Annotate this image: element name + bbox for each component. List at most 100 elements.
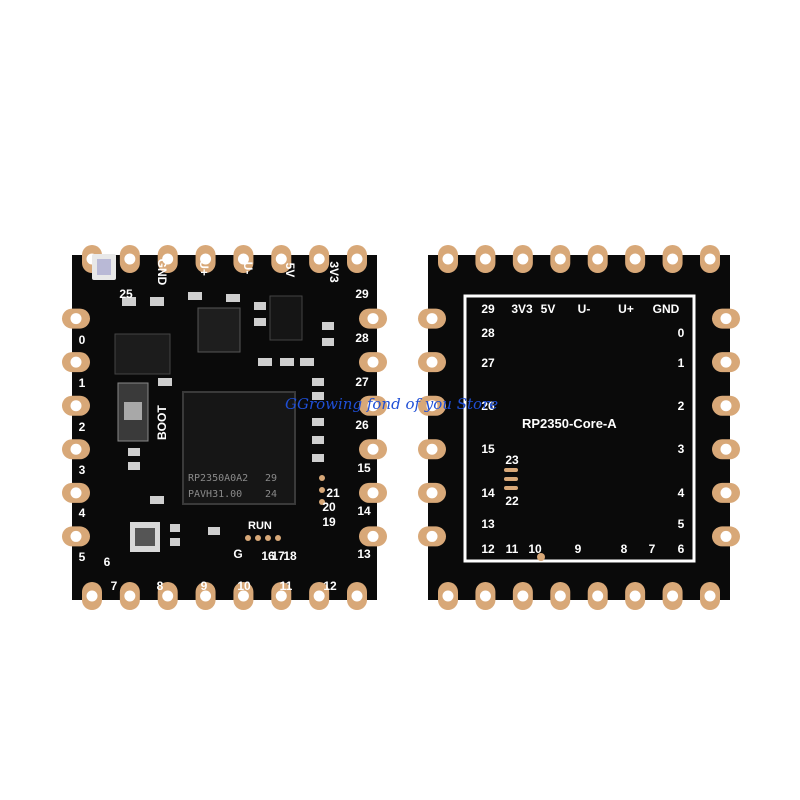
castellated-pad <box>359 308 387 329</box>
test-pads <box>245 475 325 541</box>
mosfet <box>269 295 303 341</box>
castellated-pad <box>359 526 387 547</box>
pin-label: 6 <box>678 542 685 556</box>
castellated-pad <box>700 245 720 273</box>
pin-label: 21 <box>326 486 340 500</box>
castellated-pad <box>418 482 446 503</box>
pin-label: 10 <box>237 579 251 593</box>
castellated-pad <box>625 582 646 610</box>
pin-label: G <box>233 547 242 561</box>
castellated-pad <box>119 245 140 273</box>
castellated-pad <box>359 352 387 373</box>
castellated-pad <box>309 245 330 273</box>
pin-label: U+ <box>618 302 634 316</box>
castellated-pad <box>195 245 216 273</box>
pin-label: 19 <box>322 515 336 529</box>
pin-label: 26 <box>481 399 495 413</box>
pin-label: 5 <box>678 517 685 531</box>
pin-label: 2 <box>79 420 86 434</box>
castellated-pad <box>475 245 496 273</box>
back-title: RP2350-Core-A <box>522 416 617 431</box>
passive-components <box>122 292 334 546</box>
castellated-pad <box>233 582 254 610</box>
castellated-pad <box>195 582 216 610</box>
castellated-pad <box>662 582 683 610</box>
chip-line1: RP2350A0A2 <box>188 473 248 484</box>
pin-label: 16 <box>261 549 275 563</box>
pin-label: 7 <box>649 542 656 556</box>
castellated-pad <box>700 582 720 610</box>
pin-label: 27 <box>355 375 369 389</box>
back-test-pads <box>504 468 545 561</box>
pin-label: U- <box>578 302 591 316</box>
pin-label: 11 <box>280 579 293 593</box>
castellated-pad <box>347 582 367 610</box>
pin-label: 8 <box>157 579 164 593</box>
pin-label: 15 <box>481 442 495 456</box>
pin-label: 6 <box>104 555 111 569</box>
pin-label: 3 <box>79 463 86 477</box>
pin-label: 13 <box>357 547 371 561</box>
castellated-pad <box>119 582 140 610</box>
pin-label: 5V <box>541 302 556 316</box>
back-pcb <box>428 255 730 600</box>
pin-label: 20 <box>322 500 336 514</box>
castellated-pad <box>418 308 446 329</box>
castellated-pad <box>512 582 533 610</box>
castellated-pad <box>157 582 178 610</box>
castellated-pad <box>82 582 102 610</box>
pin-label: 29 <box>481 302 495 316</box>
pin-label: 29 <box>355 287 369 301</box>
pin-label: 3V3 <box>511 302 533 316</box>
castellated-pad <box>359 395 387 416</box>
boot-label: BOOT <box>155 405 169 440</box>
castellated-pad <box>712 395 740 416</box>
castellated-pad <box>233 245 254 273</box>
castellated-pad <box>418 352 446 373</box>
pin-label: 10 <box>528 542 542 556</box>
castellated-pad <box>62 482 90 503</box>
castellated-pad <box>347 245 367 273</box>
pin-label: 0 <box>79 333 86 347</box>
pin-label: GND <box>155 259 169 286</box>
castellated-pad <box>550 245 571 273</box>
pin-label: 9 <box>575 542 582 556</box>
castellated-pad <box>712 482 740 503</box>
pin-label: 1 <box>678 356 685 370</box>
pin-label: 0 <box>678 326 685 340</box>
pin-label: 4 <box>79 506 86 520</box>
pin-label: 17 <box>271 549 285 563</box>
castellated-pad <box>62 526 90 547</box>
castellated-pad <box>62 395 90 416</box>
pin-label: U+ <box>197 260 211 276</box>
flash-chip <box>114 333 171 375</box>
watermark: GGrowing fond of you Store <box>285 395 498 413</box>
castellated-pad <box>309 582 330 610</box>
pin-label: 3V3 <box>327 261 341 283</box>
castellated-pad <box>662 245 683 273</box>
castellated-pad <box>712 352 740 373</box>
pin-label: 14 <box>357 504 371 518</box>
castellated-pad <box>512 245 533 273</box>
castellated-pad <box>271 245 292 273</box>
pin-label: 28 <box>481 326 495 340</box>
pin-label: 18 <box>283 549 297 563</box>
pin-label: 3 <box>678 442 685 456</box>
pin-label: 23 <box>505 453 519 467</box>
back-outline <box>463 294 696 563</box>
pin-label: 25 <box>119 287 133 301</box>
castellated-pad <box>550 582 571 610</box>
pin-label: 12 <box>323 579 337 593</box>
chip-num1: 29 <box>265 473 277 484</box>
pin-label: GND <box>653 302 680 316</box>
castellated-pad <box>438 245 458 273</box>
castellated-pad <box>438 582 458 610</box>
pin-label: 11 <box>506 542 519 556</box>
castellated-pad <box>62 352 90 373</box>
pin-label: 14 <box>481 486 495 500</box>
boot-button-cap <box>124 402 142 420</box>
castellated-pad <box>712 308 740 329</box>
castellated-pad <box>359 439 387 460</box>
